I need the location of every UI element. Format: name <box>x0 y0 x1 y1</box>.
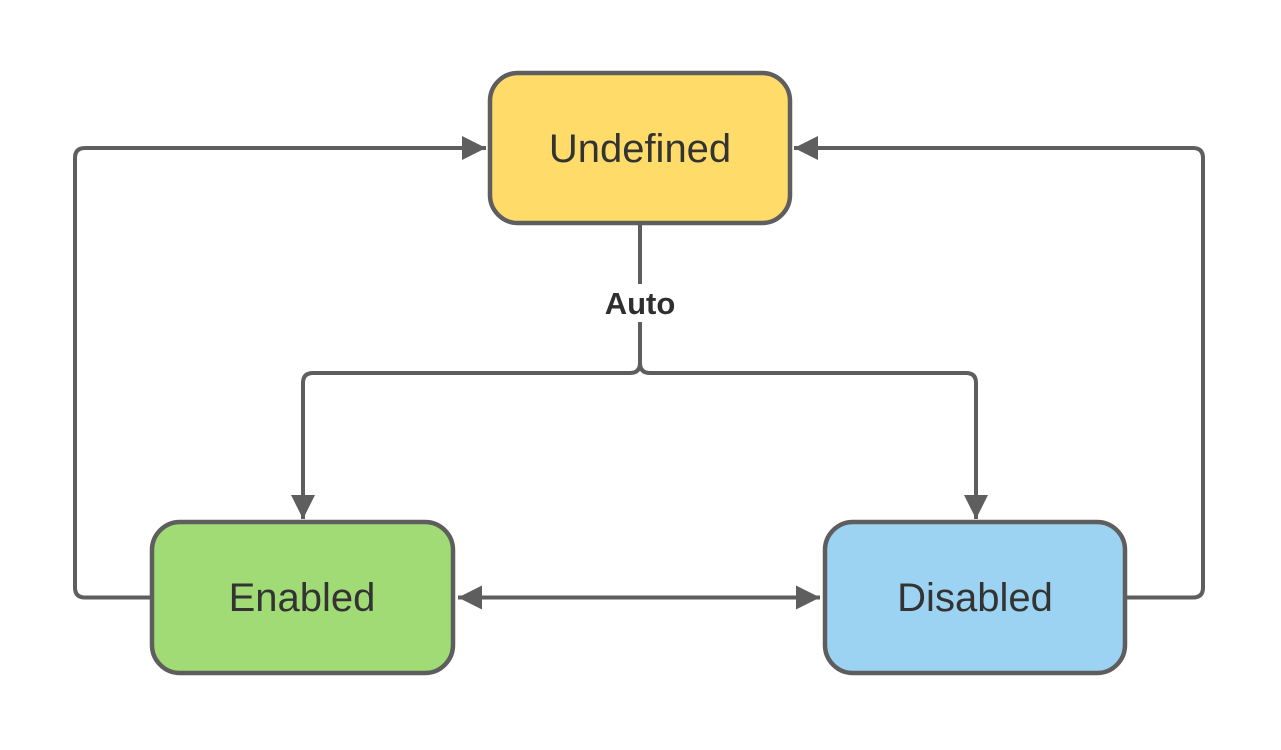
edge-undefined-to-disabled[interactable] <box>638 322 988 519</box>
node-undefined-label: Undefined <box>549 127 731 171</box>
edge-enabled-to-undefined[interactable] <box>73 136 486 600</box>
edge-disabled-to-undefined[interactable] <box>794 136 1205 600</box>
node-undefined-shape <box>487 70 793 226</box>
node-enabled-shape <box>149 519 456 676</box>
node-enabled-label: Enabled <box>229 576 376 620</box>
node-disabled[interactable]: Disabled <box>822 519 1128 676</box>
edge-label-auto: Auto <box>605 286 676 321</box>
node-disabled-label: Disabled <box>897 576 1053 620</box>
node-undefined[interactable]: Undefined <box>487 70 793 226</box>
node-disabled-shape <box>822 519 1128 676</box>
edge-undefined-to-enabled[interactable] <box>291 322 642 519</box>
node-enabled[interactable]: Enabled <box>149 519 456 676</box>
